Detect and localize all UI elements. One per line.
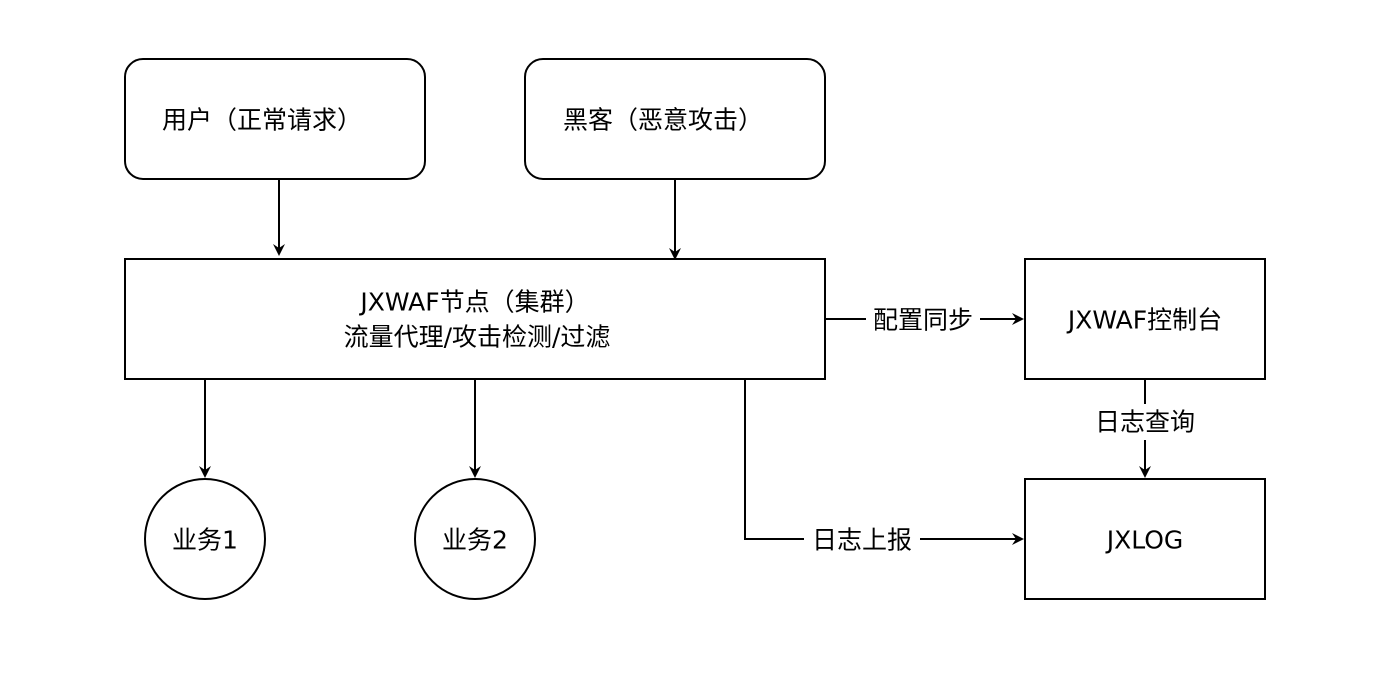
node-waf: JXWAF节点（集群） 流量代理/攻击检测/过滤 [124,258,826,380]
node-hacker: 黑客（恶意攻击） [524,58,826,180]
node-waf-label-line1: JXWAF节点（集群） [358,288,589,317]
node-user-label: 用户（正常请求） [162,106,362,135]
edge-label-log-report: 日志上报 [812,526,912,555]
node-waf-label-line2: 流量代理/攻击检测/过滤 [344,323,611,352]
node-console: JXWAF控制台 [1024,258,1266,380]
node-service2-label: 业务2 [442,526,508,555]
node-user: 用户（正常请求） [124,58,426,180]
edge-label-log-query: 日志查询 [1095,408,1195,437]
node-hacker-label: 黑客（恶意攻击） [563,106,763,135]
edge-config-sync: 配置同步 [825,303,1024,337]
node-service1: 业务1 [144,478,266,600]
node-service1-label: 业务1 [172,526,238,555]
node-service2: 业务2 [414,478,536,600]
edge-log-report: 日志上报 [744,379,1024,556]
edge-log-query: 日志查询 [1088,379,1202,478]
node-jxlog-label: JXLOG [1105,526,1184,555]
node-console-label: JXWAF控制台 [1066,306,1222,335]
edge-label-config-sync: 配置同步 [873,306,973,335]
node-jxlog: JXLOG [1024,478,1266,600]
